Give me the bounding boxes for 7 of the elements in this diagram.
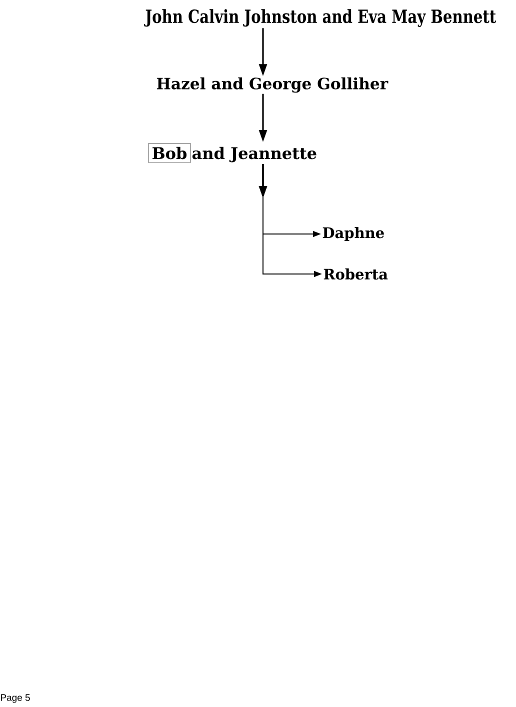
name-label: and Jeannette [192, 146, 316, 162]
page-number: Page 5 [0, 694, 30, 703]
name-label: Hazel and George Golliher [156, 77, 388, 93]
name-box: Bob [148, 143, 192, 163]
name-label: Roberta [324, 268, 388, 280]
name-label: John Calvin Johnston and Eva May Bennett [144, 9, 496, 27]
name-label: Daphne [322, 226, 384, 242]
